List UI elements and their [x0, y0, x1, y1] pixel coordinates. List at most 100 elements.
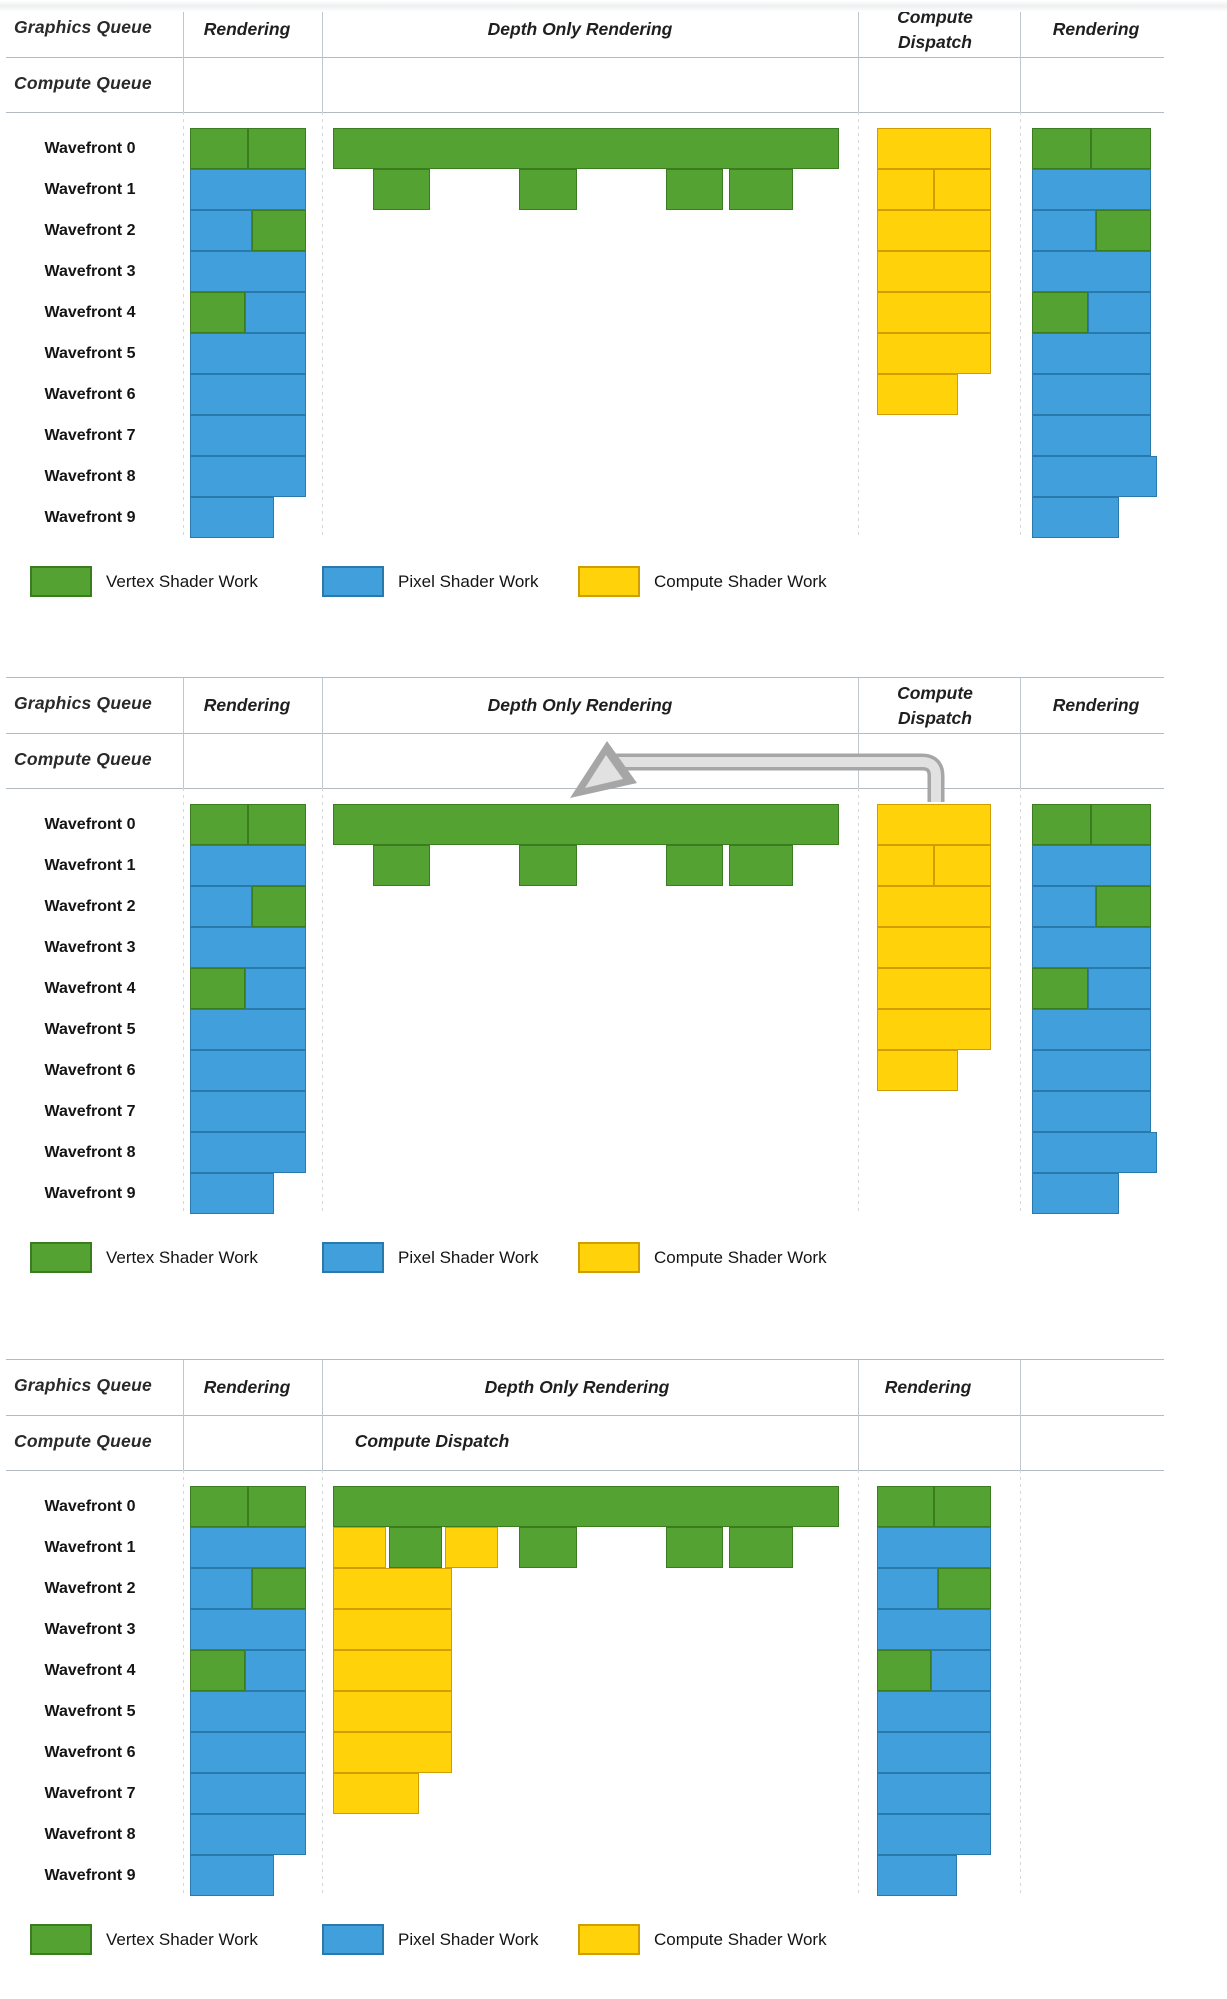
- vertex-work-block: [729, 169, 793, 210]
- pixel-work-block: [1032, 845, 1151, 886]
- compute-work-block: [877, 128, 991, 169]
- pixel-work-block: [190, 1609, 306, 1650]
- compute-work-block: [877, 210, 991, 251]
- vertex-work-block: [1091, 128, 1151, 169]
- pixel-work-block: [190, 210, 252, 251]
- vertex-work-block: [248, 128, 306, 169]
- vertex-legend-label: Vertex Shader Work: [106, 1930, 258, 1949]
- pixel-work-block: [190, 374, 306, 415]
- vertex-work-block: [252, 1568, 306, 1609]
- compute-queue-label: Compute Queue: [14, 1431, 152, 1451]
- vertex-work-block: [190, 128, 248, 169]
- wavefront-label-3: Wavefront 3: [44, 263, 136, 280]
- compute-work-block: [333, 1732, 452, 1773]
- wavefront-label-5: Wavefront 5: [44, 1021, 136, 1038]
- pixel-work-block: [877, 1773, 991, 1814]
- column-separator: [183, 1360, 184, 1470]
- wavefront-label-2: Wavefront 2: [44, 1580, 136, 1597]
- pixel-work-block: [877, 1527, 991, 1568]
- wavefront-label-5: Wavefront 5: [44, 345, 136, 362]
- compute-work-block: [445, 1527, 498, 1568]
- column-separator: [858, 1470, 859, 1896]
- pixel-work-block: [190, 333, 306, 374]
- pixel-legend-label: Pixel Shader Work: [398, 1248, 539, 1267]
- vertex-legend-label: Vertex Shader Work: [106, 572, 258, 591]
- vertex-work-block: [519, 169, 577, 210]
- column-separator: [322, 678, 323, 788]
- vertex-work-block: [333, 1486, 839, 1527]
- column-separator: [1020, 678, 1021, 788]
- phase-header-compute-dispatch: Compute Dispatch: [897, 683, 973, 729]
- pixel-work-block: [190, 1568, 252, 1609]
- divider: [6, 1470, 1164, 1471]
- vertex-work-block: [729, 845, 793, 886]
- compute-work-block: [877, 886, 991, 927]
- vertex-legend-swatch: [30, 1924, 92, 1955]
- wavefront-label-6: Wavefront 6: [44, 1744, 136, 1761]
- wavefront-label-2: Wavefront 2: [44, 222, 136, 239]
- pixel-work-block: [877, 1691, 991, 1732]
- vertex-work-block: [1096, 886, 1151, 927]
- wavefront-label-4: Wavefront 4: [44, 304, 136, 321]
- divider: [6, 733, 1164, 734]
- vertex-legend-swatch: [30, 566, 92, 597]
- compute-queue-label: Compute Queue: [14, 749, 152, 769]
- phase-header-depth-only-rendering: Depth Only Rendering: [487, 19, 673, 39]
- pixel-work-block: [1032, 886, 1096, 927]
- vertex-work-block: [190, 804, 248, 845]
- vertex-work-block: [190, 968, 245, 1009]
- wavefront-label-9: Wavefront 9: [44, 1185, 136, 1202]
- phase-header-rendering: Rendering: [1052, 19, 1140, 39]
- wavefront-label-1: Wavefront 1: [44, 857, 136, 874]
- pixel-work-block: [190, 1773, 306, 1814]
- compute-work-block: [333, 1609, 452, 1650]
- compute-work-block: [934, 845, 991, 886]
- pixel-work-block: [931, 1650, 991, 1691]
- phase-header-rendering: Rendering: [203, 695, 291, 715]
- vertex-work-block: [333, 804, 839, 845]
- pixel-work-block: [1032, 210, 1096, 251]
- pixel-work-block: [1032, 927, 1151, 968]
- vertex-work-block: [252, 210, 306, 251]
- column-separator: [858, 1360, 859, 1470]
- pixel-work-block: [1032, 1173, 1119, 1214]
- vertex-work-block: [519, 1527, 577, 1568]
- pixel-work-block: [190, 886, 252, 927]
- pixel-work-block: [190, 415, 306, 456]
- wavefront-label-9: Wavefront 9: [44, 509, 136, 526]
- compute-work-block: [333, 1773, 419, 1814]
- pixel-work-block: [1032, 251, 1151, 292]
- vertex-legend-label: Vertex Shader Work: [106, 1248, 258, 1267]
- wavefront-label-7: Wavefront 7: [44, 1785, 136, 1802]
- compute-legend-label: Compute Shader Work: [654, 1248, 827, 1267]
- column-separator: [183, 112, 184, 538]
- vertex-work-block: [877, 1650, 931, 1691]
- wavefront-label-4: Wavefront 4: [44, 1662, 136, 1679]
- pixel-legend-label: Pixel Shader Work: [398, 572, 539, 591]
- wavefront-label-0: Wavefront 0: [44, 140, 136, 157]
- pixel-work-block: [190, 845, 306, 886]
- compute-legend-swatch: [578, 566, 640, 597]
- compute-work-block: [934, 169, 991, 210]
- vertex-work-block: [1032, 292, 1088, 333]
- pixel-work-block: [190, 169, 306, 210]
- compute-legend-label: Compute Shader Work: [654, 572, 827, 591]
- compute-legend-swatch: [578, 1924, 640, 1955]
- vertex-work-block: [190, 292, 245, 333]
- slide-gap: [0, 0, 1227, 12]
- divider: [6, 788, 1164, 789]
- pixel-work-block: [190, 456, 306, 497]
- vertex-work-block: [729, 1527, 793, 1568]
- column-separator: [858, 112, 859, 538]
- column-separator: [1020, 2, 1021, 112]
- pixel-work-block: [245, 1650, 306, 1691]
- compute-work-block: [333, 1568, 452, 1609]
- compute-work-block: [877, 292, 991, 333]
- pixel-work-block: [1032, 1009, 1151, 1050]
- vertex-work-block: [877, 1486, 934, 1527]
- pixel-work-block: [190, 1050, 306, 1091]
- pixel-work-block: [1032, 1132, 1157, 1173]
